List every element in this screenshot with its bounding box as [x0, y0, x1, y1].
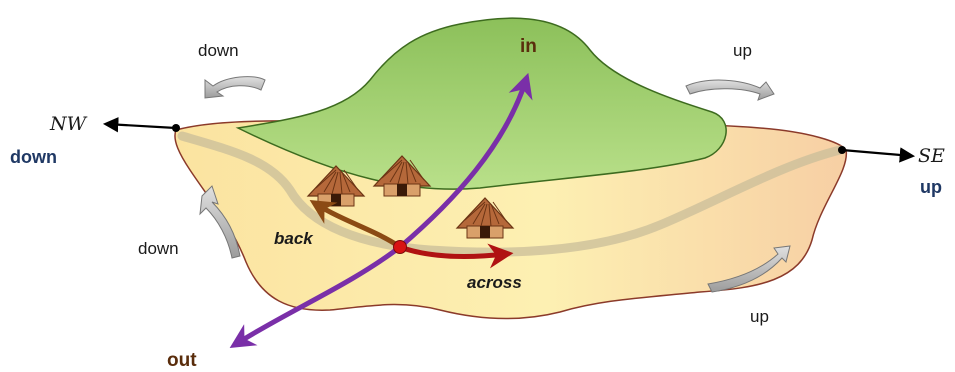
- across-arrow: [399, 243, 514, 269]
- se-axis-arrow: [841, 147, 916, 163]
- se-sub-label: up: [920, 177, 942, 197]
- nw-sub-label: down: [10, 147, 57, 167]
- rotation-arrow-icon: [707, 245, 791, 293]
- se-label: SE: [918, 145, 945, 167]
- in-label: in: [520, 36, 537, 57]
- rot-bottom-right-label: up: [750, 307, 769, 326]
- rot-top-right-label: up: [733, 41, 752, 60]
- se-anchor-dot: [838, 146, 846, 154]
- nw-anchor-dot: [172, 124, 180, 132]
- rotation-arrow-icon: [199, 185, 241, 259]
- back-label: back: [274, 229, 314, 248]
- hill: [235, 17, 727, 190]
- back-arrow: [309, 200, 402, 250]
- rotation-arrow-icon: [204, 76, 266, 99]
- nw-label: NW: [49, 113, 88, 135]
- rotation-arrow-icon: [685, 79, 775, 101]
- across-label: across: [467, 273, 522, 292]
- rot-top-left-label: down: [198, 41, 239, 60]
- in-arrow: [398, 72, 533, 249]
- rot-left-label: down: [138, 239, 179, 258]
- out-label: out: [167, 350, 197, 371]
- origin-dot-icon: [393, 240, 407, 254]
- out-arrow: [229, 245, 402, 348]
- nw-axis-arrow: [102, 117, 177, 133]
- winding-path: [177, 131, 845, 257]
